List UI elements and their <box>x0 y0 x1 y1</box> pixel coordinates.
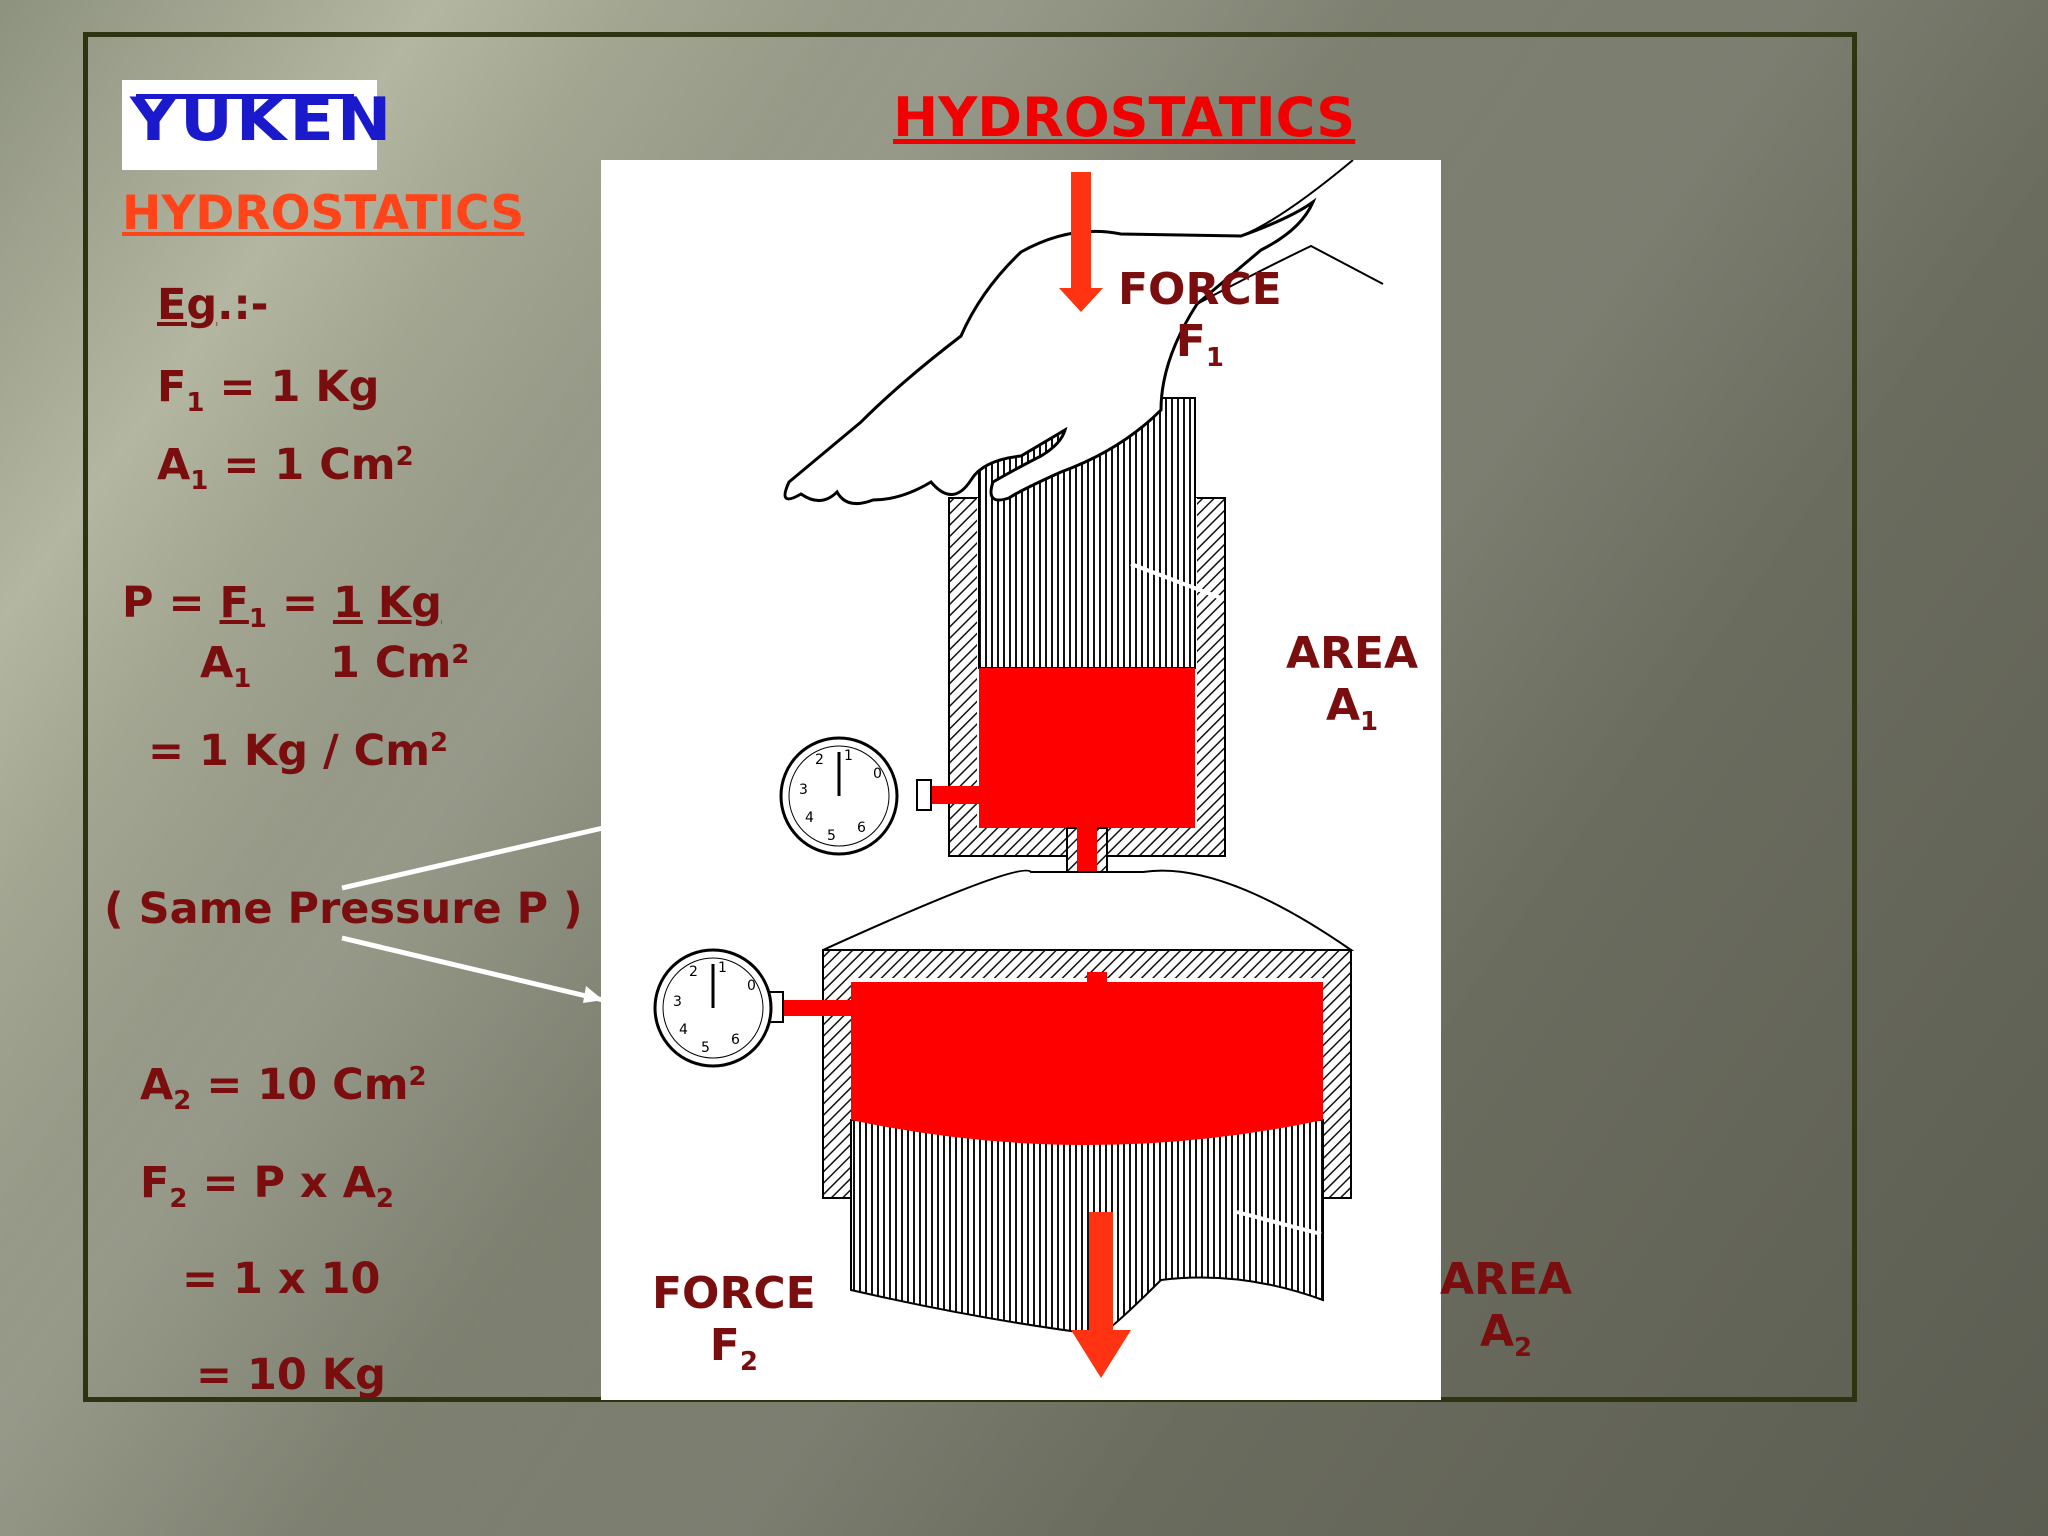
example-heading-suffix: .:- <box>217 280 269 330</box>
large-piston <box>850 1119 1324 1337</box>
gauge2-pipe <box>781 1000 853 1016</box>
section-title: HYDROSTATICS <box>122 186 525 241</box>
f2-equation: F2 = P x A2 <box>140 1158 395 1214</box>
area2-pointer <box>1236 1210 1322 1236</box>
hydraulic-press-diagram: 0 1 2 3 4 5 6 0 1 2 3 4 5 6 <box>601 160 1441 1400</box>
pointer-line-lower <box>341 935 604 1003</box>
pressure-denominator-area: 1 Cm2 <box>330 638 470 688</box>
force2-arrow-shaft <box>1089 1212 1113 1334</box>
pointer-arrowhead <box>583 986 603 1003</box>
gauge1-pipe <box>919 786 983 804</box>
svg-text:3: 3 <box>799 782 808 798</box>
svg-text:1: 1 <box>844 748 853 764</box>
large-cylinder-fluid <box>851 982 1323 1145</box>
gauge1-inner-ring <box>788 745 890 847</box>
slide-title: HYDROSTATICS <box>893 86 1356 149</box>
hand-wrist-lines <box>1196 160 1384 305</box>
example-heading-text: Eg <box>157 280 218 330</box>
pressure-equation: P = F1 = 1 Kg <box>122 578 442 634</box>
pressure-result: = 1 Kg / Cm2 <box>148 726 449 776</box>
svg-text:0: 0 <box>873 766 882 782</box>
force1-arrow-shaft <box>1071 172 1091 292</box>
force2-label: FORCE F2 <box>652 1268 816 1377</box>
svg-text:6: 6 <box>731 1032 740 1048</box>
svg-text:4: 4 <box>805 810 814 826</box>
force1-arrow-head <box>1059 288 1103 312</box>
svg-text:0: 0 <box>747 978 756 994</box>
channel-junction-fluid <box>1087 972 1107 986</box>
pressure-denominator-a1: A1 <box>200 638 252 694</box>
svg-text:3: 3 <box>673 994 682 1010</box>
svg-text:5: 5 <box>827 828 836 844</box>
svg-text:4: 4 <box>679 1022 688 1038</box>
svg-text:1: 1 <box>718 960 727 976</box>
area1-label: AREA A1 <box>1286 628 1419 737</box>
example-heading: Eg.:- <box>157 280 269 330</box>
a1-equation: A1 = 1 Cm2 <box>157 440 414 496</box>
logo-text: YUKEN <box>130 85 395 155</box>
same-pressure-label: ( Same Pressure P ) <box>104 884 583 934</box>
gauge2-inner-ring <box>662 957 764 1059</box>
gauge1-numbers: 0 1 2 3 4 5 6 <box>799 748 882 844</box>
svg-text:2: 2 <box>815 752 824 768</box>
f1-equation: F1 = 1 Kg <box>157 362 380 418</box>
svg-text:5: 5 <box>701 1040 710 1056</box>
svg-text:6: 6 <box>857 820 866 836</box>
force2-arrow-head <box>1071 1330 1131 1378</box>
gauge2-numbers: 0 1 2 3 4 5 6 <box>673 960 756 1056</box>
small-cylinder-fluid <box>979 668 1195 828</box>
hand-outline <box>783 197 1317 506</box>
svg-text:2: 2 <box>689 964 698 980</box>
area2-label: AREA A2 <box>1440 1254 1573 1363</box>
yuken-logo: YUKEN <box>122 80 391 170</box>
large-cylinder-dome <box>822 869 1355 951</box>
area1-pointer <box>1130 562 1222 600</box>
f2-calculation: = 1 x 10 <box>182 1254 381 1304</box>
logo-bar <box>136 94 354 99</box>
f2-result: = 10 Kg <box>196 1350 386 1400</box>
gauge1-stem <box>916 779 932 811</box>
pointer-line-upper <box>341 825 604 891</box>
a2-equation: A2 = 10 Cm2 <box>140 1060 427 1116</box>
force1-label: FORCE F1 <box>1118 264 1282 373</box>
